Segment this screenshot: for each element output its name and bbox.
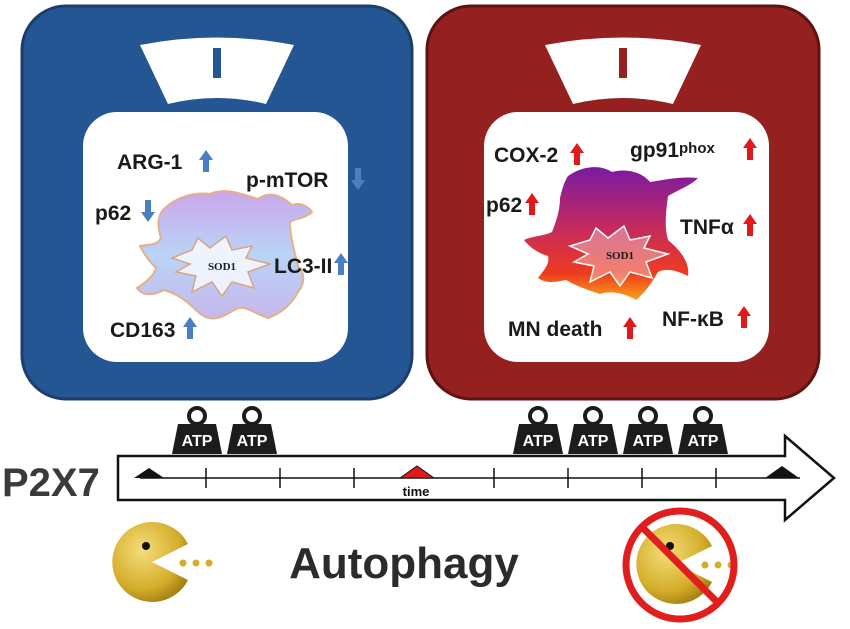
timeline: time	[116, 433, 836, 523]
tnfa-label: TNFα	[680, 216, 734, 239]
cd163-label: CD163	[110, 319, 175, 342]
pacman-left-dot-3	[205, 559, 213, 567]
right-microglia-cell	[524, 167, 698, 300]
atp-weight-label: ATP	[688, 433, 719, 450]
atp-weight-label: ATP	[237, 433, 268, 450]
left-sod1-burst	[169, 234, 273, 298]
atp-weight-3: ATP	[513, 406, 563, 454]
gp91-superscript: phox	[679, 140, 715, 157]
atp-weight-body	[568, 424, 618, 454]
pacman-active	[112, 521, 213, 602]
atp-weight-handle	[693, 406, 713, 426]
nfkb-up-arrow	[737, 306, 751, 328]
arg1-label: ARG-1	[117, 151, 183, 174]
pacman-left-dot-1	[179, 559, 187, 567]
left-p62-label: p62	[95, 202, 131, 225]
pacman-blocked	[622, 507, 738, 623]
pacman-left-dot-2	[192, 559, 200, 567]
pacman-right-eye	[666, 542, 674, 550]
timeline-ticks	[205, 468, 717, 488]
atp-weight-handle	[242, 406, 262, 426]
atp-weight-label: ATP	[182, 433, 213, 450]
left-p62-down-arrow	[141, 200, 155, 222]
right-scale-panel: SOD1 COX-2 gp91phox p62 TNFα MN death NF…	[425, 4, 821, 401]
p2x7-label: P2X7	[2, 461, 100, 505]
pmtor-down-arrow	[351, 168, 365, 190]
left-sod1-label: SOD1	[208, 261, 236, 273]
right-scale-needle	[619, 48, 627, 78]
atp-weight-body	[623, 424, 673, 454]
right-p62-label: p62	[486, 194, 522, 217]
atp-weight-body	[227, 424, 277, 454]
atp-weight-handle	[583, 406, 603, 426]
timeline-midpoint-marker	[398, 465, 436, 479]
cd163-up-arrow	[183, 317, 197, 339]
no-sign-slash	[639, 524, 721, 606]
right-sod1-burst	[567, 224, 671, 288]
atp-weights: ATP ATP ATP ATP ATP ATP	[172, 406, 728, 454]
timeline-start-marker	[134, 468, 164, 478]
atp-weight-4: ATP	[568, 406, 618, 454]
atp-weight-body	[172, 424, 222, 454]
atp-weight-handle	[638, 406, 658, 426]
atp-weight-2: ATP	[227, 406, 277, 454]
atp-weight-label: ATP	[523, 433, 554, 450]
autophagy-label: Autophagy	[289, 539, 519, 588]
lc3-up-arrow	[334, 253, 348, 275]
pacman-right-dot-1	[701, 561, 709, 569]
right-p62-up-arrow	[525, 193, 539, 215]
atp-weight-body	[678, 424, 728, 454]
gp91-label: gp91phox	[630, 139, 716, 162]
nfkb-label: NF-κB	[662, 308, 724, 331]
pmtor-label: p-mTOR	[246, 169, 328, 192]
left-scale-panel: SOD1 ARG-1 p-mTOR p62 LC3-II CD163	[20, 4, 414, 401]
atp-weight-6: ATP	[678, 406, 728, 454]
right-sod1-label: SOD1	[606, 250, 634, 262]
atp-weight-body	[513, 424, 563, 454]
tnfa-up-arrow	[743, 214, 757, 236]
pacman-left-icon	[112, 521, 188, 602]
timeline-end-marker	[765, 466, 799, 478]
gp91-up-arrow	[743, 138, 757, 160]
no-sign-ring	[622, 507, 738, 623]
atp-weight-1: ATP	[172, 406, 222, 454]
mn-death-label: MN death	[508, 318, 603, 341]
gp91-text: gp91	[630, 139, 679, 162]
cox2-up-arrow	[570, 143, 584, 165]
lc3-label: LC3-II	[274, 255, 332, 278]
atp-weight-handle	[528, 406, 548, 426]
pacman-right-dot-2	[714, 561, 722, 569]
pacman-left-eye	[142, 542, 150, 550]
mn-death-up-arrow	[623, 317, 637, 339]
left-scale-needle	[213, 48, 221, 78]
atp-weight-5: ATP	[623, 406, 673, 454]
cox2-label: COX-2	[494, 144, 558, 167]
time-label: time	[403, 484, 430, 499]
atp-weight-label: ATP	[578, 433, 609, 450]
arg1-up-arrow	[199, 150, 213, 172]
atp-weight-label: ATP	[633, 433, 664, 450]
atp-weight-handle	[187, 406, 207, 426]
